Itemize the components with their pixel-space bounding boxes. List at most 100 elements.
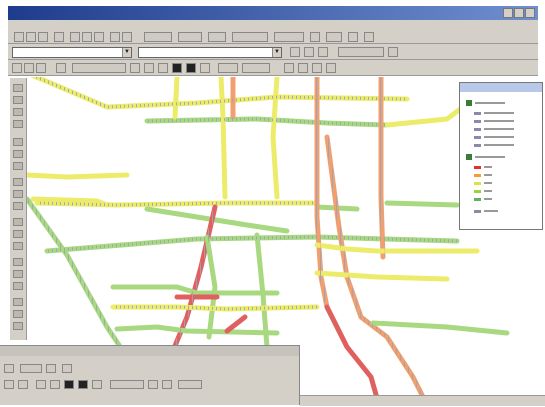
tool-button[interactable] — [72, 63, 126, 73]
road-segment — [218, 74, 228, 200]
legend-entry[interactable] — [466, 99, 505, 107]
tool-button[interactable] — [20, 364, 42, 373]
tool-button[interactable] — [310, 32, 320, 42]
tool-button[interactable] — [218, 63, 238, 73]
legend-entry[interactable] — [474, 179, 492, 187]
scale-select[interactable]: ▼ — [138, 47, 282, 58]
tool-button[interactable] — [144, 63, 154, 73]
legend-entry[interactable] — [466, 153, 505, 161]
tool-button[interactable] — [388, 47, 398, 57]
tool-button[interactable] — [62, 364, 72, 373]
tool-button[interactable] — [110, 380, 144, 389]
copy-icon[interactable] — [82, 32, 92, 42]
save-icon[interactable] — [38, 32, 48, 42]
legend-entry[interactable] — [474, 207, 498, 215]
tool-button[interactable] — [13, 120, 23, 128]
tool-button[interactable] — [318, 47, 328, 57]
pointer-icon[interactable] — [12, 63, 22, 73]
tool-button[interactable] — [13, 270, 23, 278]
tool-button[interactable] — [13, 178, 23, 186]
tool-button[interactable] — [326, 32, 342, 42]
layer-group-icon — [466, 100, 472, 106]
tool-button[interactable] — [92, 380, 102, 389]
undo-icon[interactable] — [110, 32, 120, 42]
tool-button[interactable] — [178, 32, 202, 42]
tool-button[interactable] — [348, 32, 358, 42]
legend-entry[interactable] — [474, 141, 514, 149]
tool-button[interactable] — [148, 380, 158, 389]
tool-button[interactable] — [13, 84, 23, 92]
tool-button[interactable] — [364, 32, 374, 42]
tool-button[interactable] — [326, 63, 336, 73]
maximize-button[interactable] — [514, 8, 524, 18]
window-titlebar — [8, 6, 538, 20]
tool-button[interactable] — [130, 63, 140, 73]
pan-icon[interactable] — [56, 63, 66, 73]
tool-button[interactable] — [200, 63, 210, 73]
zoom-in-icon[interactable] — [24, 63, 34, 73]
minimize-button[interactable] — [503, 8, 513, 18]
tool-button[interactable] — [172, 63, 182, 73]
tool-button[interactable] — [13, 310, 23, 318]
standard-toolbar — [8, 30, 538, 44]
tool-button[interactable] — [13, 190, 23, 198]
tool-button[interactable] — [46, 364, 56, 373]
tool-button[interactable] — [284, 63, 294, 73]
tool-button[interactable] — [13, 298, 23, 306]
legend-entry[interactable] — [474, 133, 514, 141]
tool-button[interactable] — [13, 218, 23, 226]
new-file-icon[interactable] — [14, 32, 24, 42]
legend-entry[interactable] — [474, 125, 514, 133]
tool-button[interactable] — [13, 242, 23, 250]
tool-button[interactable] — [13, 162, 23, 170]
tool-button[interactable] — [13, 230, 23, 238]
tool-button[interactable] — [13, 282, 23, 290]
tool-button[interactable] — [13, 202, 23, 210]
tool-button[interactable] — [178, 380, 202, 389]
legend-entry[interactable] — [474, 117, 514, 125]
tool-button[interactable] — [36, 380, 46, 389]
tool-button[interactable] — [144, 32, 172, 42]
tool-button[interactable] — [13, 138, 23, 146]
tool-button[interactable] — [186, 63, 196, 73]
road-segment — [172, 74, 180, 120]
tool-button[interactable] — [64, 380, 74, 389]
tool-button[interactable] — [78, 380, 88, 389]
tool-button[interactable] — [298, 63, 308, 73]
tool-button[interactable] — [18, 380, 28, 389]
legend-entry[interactable] — [474, 163, 492, 171]
tool-button[interactable] — [13, 322, 23, 330]
tool-button[interactable] — [162, 380, 172, 389]
tool-button[interactable] — [338, 47, 384, 57]
legend-entry[interactable] — [474, 187, 492, 195]
redo-icon[interactable] — [122, 32, 132, 42]
tool-button[interactable] — [312, 63, 322, 73]
tool-button[interactable] — [13, 108, 23, 116]
legend-entry[interactable] — [474, 171, 492, 179]
line-icon — [474, 111, 481, 115]
tool-button[interactable] — [242, 63, 270, 73]
print-icon[interactable] — [54, 32, 64, 42]
legend-entry[interactable] — [474, 195, 492, 203]
layer-select[interactable]: ▼ — [12, 47, 132, 58]
tool-button[interactable] — [13, 96, 23, 104]
tool-button[interactable] — [208, 32, 226, 42]
tool-button[interactable] — [232, 32, 268, 42]
tool-button[interactable] — [274, 32, 304, 42]
zoom-out-icon[interactable] — [36, 63, 46, 73]
tool-button[interactable] — [4, 380, 14, 389]
tool-button[interactable] — [158, 63, 168, 73]
cut-icon[interactable] — [70, 32, 80, 42]
tool-button[interactable] — [4, 364, 14, 373]
paste-icon[interactable] — [94, 32, 104, 42]
tool-button[interactable] — [13, 258, 23, 266]
tool-button[interactable] — [50, 380, 60, 389]
tool-button[interactable] — [304, 47, 314, 57]
legend-entry[interactable] — [474, 109, 514, 117]
open-folder-icon[interactable] — [26, 32, 36, 42]
road-segment — [224, 314, 248, 334]
tool-button[interactable] — [290, 47, 300, 57]
close-button[interactable] — [525, 8, 535, 18]
tool-button[interactable] — [13, 150, 23, 158]
line-icon — [474, 197, 481, 201]
